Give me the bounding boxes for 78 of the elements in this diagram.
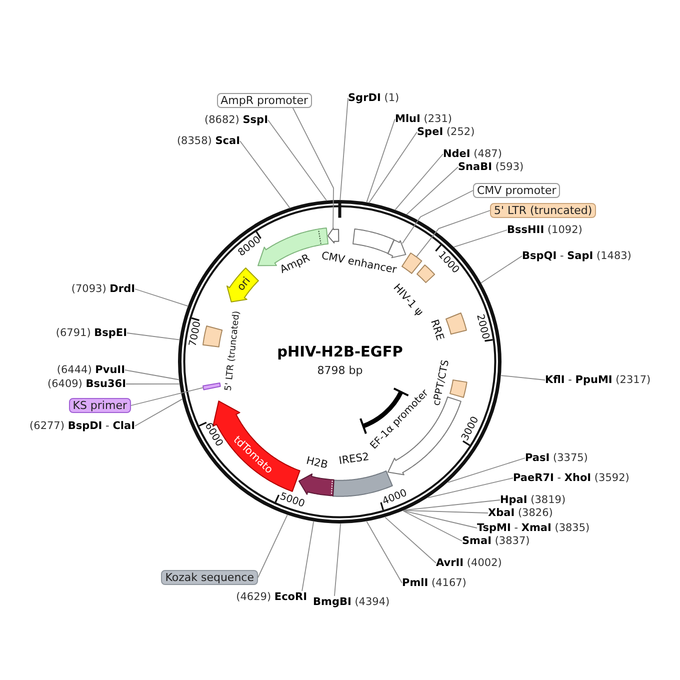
feature-label: RRE	[428, 318, 446, 342]
feature-tag: 5' LTR (truncated)	[490, 203, 596, 218]
directional-feature	[387, 238, 408, 258]
feature-label: H2B	[304, 455, 329, 472]
leader-line	[500, 375, 546, 380]
leader-line	[448, 458, 526, 483]
leader-line	[416, 210, 490, 258]
restriction-site-label: BssHII (1092)	[507, 224, 582, 236]
leader-line	[130, 387, 204, 406]
plasmid-name: pHIV-H2B-EGFP	[277, 344, 403, 362]
leader-line	[394, 154, 444, 210]
feature-label: 5' LTR (truncated)	[222, 310, 243, 392]
feature-tag: Kozak sequence	[161, 570, 258, 585]
restriction-site-label: (6409) Bsu36I	[47, 378, 126, 390]
restriction-site-label: (6277) BspDI - ClaI	[30, 420, 135, 432]
restriction-site-label: PaeR7I - XhoI (3592)	[513, 472, 630, 484]
restriction-site-label: KflI - PpuMI (2317)	[545, 374, 651, 386]
leader-line	[124, 370, 180, 380]
leader-line	[368, 132, 418, 204]
leader-line	[240, 140, 290, 209]
restriction-site-label: PmlI (4167)	[402, 577, 466, 589]
plasmid-length: 8798 bp	[317, 365, 363, 377]
restriction-site-label: HpaI (3819)	[500, 494, 566, 506]
restriction-site-label: (7093) DrdI	[71, 283, 135, 295]
leader-line	[258, 514, 288, 578]
tick-label: 4000	[380, 488, 409, 508]
leader-line	[268, 120, 328, 202]
restriction-site-label: SnaBI (593)	[458, 161, 524, 173]
primer-marker	[202, 382, 222, 390]
leader-line	[403, 510, 478, 528]
restriction-site-label: PasI (3375)	[525, 452, 588, 464]
leader-line	[480, 256, 522, 284]
leader-line	[340, 98, 348, 201]
feature-box	[401, 252, 423, 274]
feature-label: ori	[234, 274, 253, 294]
leader-line	[402, 190, 474, 244]
leader-line	[384, 516, 436, 564]
leader-line	[134, 288, 189, 307]
directional-feature	[327, 226, 340, 244]
feature-label: CMV enhancer	[320, 250, 398, 276]
feature-tag: AmpR promoter	[216, 93, 312, 108]
restriction-site-label: NdeI (487)	[443, 148, 502, 160]
feature-label: IRES2	[338, 451, 370, 468]
tick-label: 7000	[188, 320, 204, 348]
leader-line	[366, 521, 402, 584]
leader-line	[453, 230, 508, 248]
restriction-site-label: BspQI - SapI (1483)	[522, 250, 632, 262]
restriction-site-label: XbaI (3826)	[488, 507, 553, 519]
leader-line	[134, 398, 183, 426]
restriction-site-label: (8358) ScaI	[176, 135, 240, 147]
restriction-site-label: SgrDI (1)	[348, 92, 400, 104]
tick-label: 3000	[459, 414, 482, 443]
restriction-site-label: (6791) BspEI	[56, 327, 127, 339]
leader-line	[428, 478, 514, 498]
restriction-site-label: (8682) SspI	[204, 114, 268, 126]
directional-feature	[226, 266, 260, 303]
restriction-site-label: (6444) PvuII	[56, 364, 125, 376]
leader-line	[292, 108, 334, 230]
restriction-site-label: TspMI - XmaI (3835)	[477, 522, 590, 534]
restriction-site-label: MluI (231)	[395, 113, 452, 125]
leader-line	[366, 118, 396, 203]
restriction-site-label: SmaI (3837)	[462, 535, 530, 547]
restriction-site-label: BmgBI (4394)	[313, 596, 390, 608]
feature-tag: KS primer	[68, 398, 131, 413]
tick-label: 2000	[473, 312, 492, 340]
leader-line	[404, 510, 488, 514]
restriction-site-label: (4629) EcoRI	[236, 591, 307, 603]
tick-label: 5000	[278, 490, 306, 510]
leader-line	[404, 500, 500, 511]
leader-line	[126, 332, 180, 340]
leader-line	[402, 510, 462, 542]
restriction-site-label: AvrII (4002)	[436, 557, 502, 569]
leader-line	[334, 523, 341, 596]
leader-line	[302, 521, 314, 592]
feature-tag: CMV promoter	[473, 183, 560, 198]
feature-label: cPPT/CTS	[431, 358, 452, 407]
leader-line	[406, 166, 458, 216]
restriction-site-label: SpeI (252)	[417, 126, 475, 138]
